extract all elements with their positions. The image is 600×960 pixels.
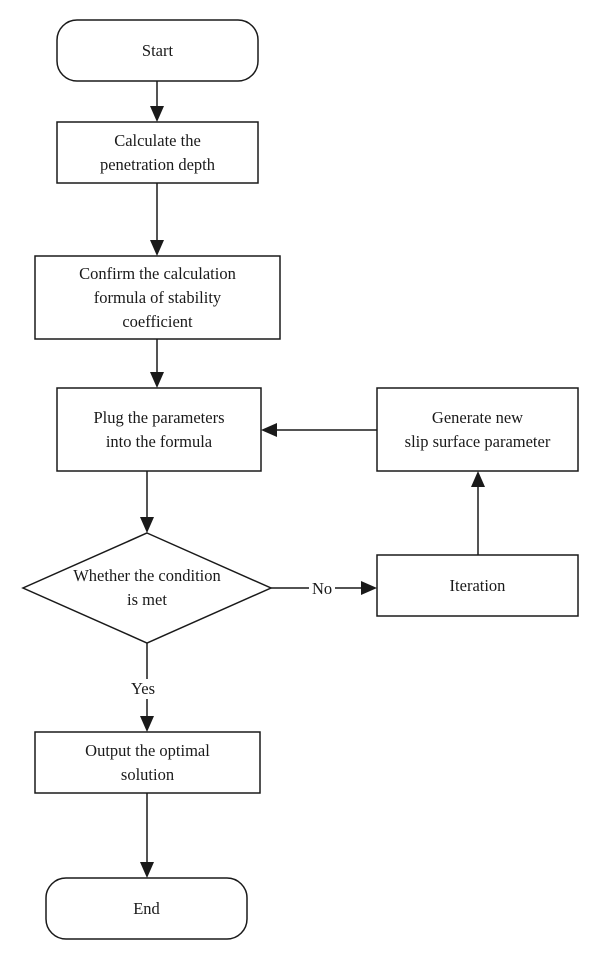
arrowhead-start-calc <box>150 106 164 122</box>
arrowhead-confirm-plug <box>150 372 164 388</box>
condition-label: Whether the condition is met <box>73 566 221 609</box>
iteration-box <box>376 554 579 617</box>
calc-depth-label: Calculate the penetration depth <box>99 130 215 174</box>
end-terminal <box>45 877 248 940</box>
plug-params-label: Plug the parameters into the formula <box>93 407 225 451</box>
arrowhead-generate-plug <box>261 423 277 437</box>
generate-new-box <box>376 387 579 472</box>
arrowhead-output-end <box>140 862 154 878</box>
end-label: End <box>133 898 160 918</box>
arrowhead-plug-condition <box>140 517 154 533</box>
plug-params-box <box>56 387 262 472</box>
arrowhead-condition-iteration <box>361 581 377 595</box>
arrowhead-calc-confirm <box>150 240 164 256</box>
generate-new-label: Generate new slip surface parameter <box>404 407 551 451</box>
iteration-label: Iteration <box>449 575 506 595</box>
arrowhead-iteration-generate <box>471 471 485 487</box>
confirm-formula-box <box>34 255 281 340</box>
confirm-formula-label: Confirm the calculation formula of stabi… <box>79 263 236 331</box>
output-box <box>34 731 261 794</box>
arrowhead-condition-output <box>140 716 154 732</box>
calc-depth-box <box>56 121 259 184</box>
edge-label-no: No <box>309 579 336 599</box>
edge-label-yes: Yes <box>128 679 159 699</box>
start-label: Start <box>141 40 174 60</box>
output-label: Output the optimal solution <box>85 740 210 784</box>
